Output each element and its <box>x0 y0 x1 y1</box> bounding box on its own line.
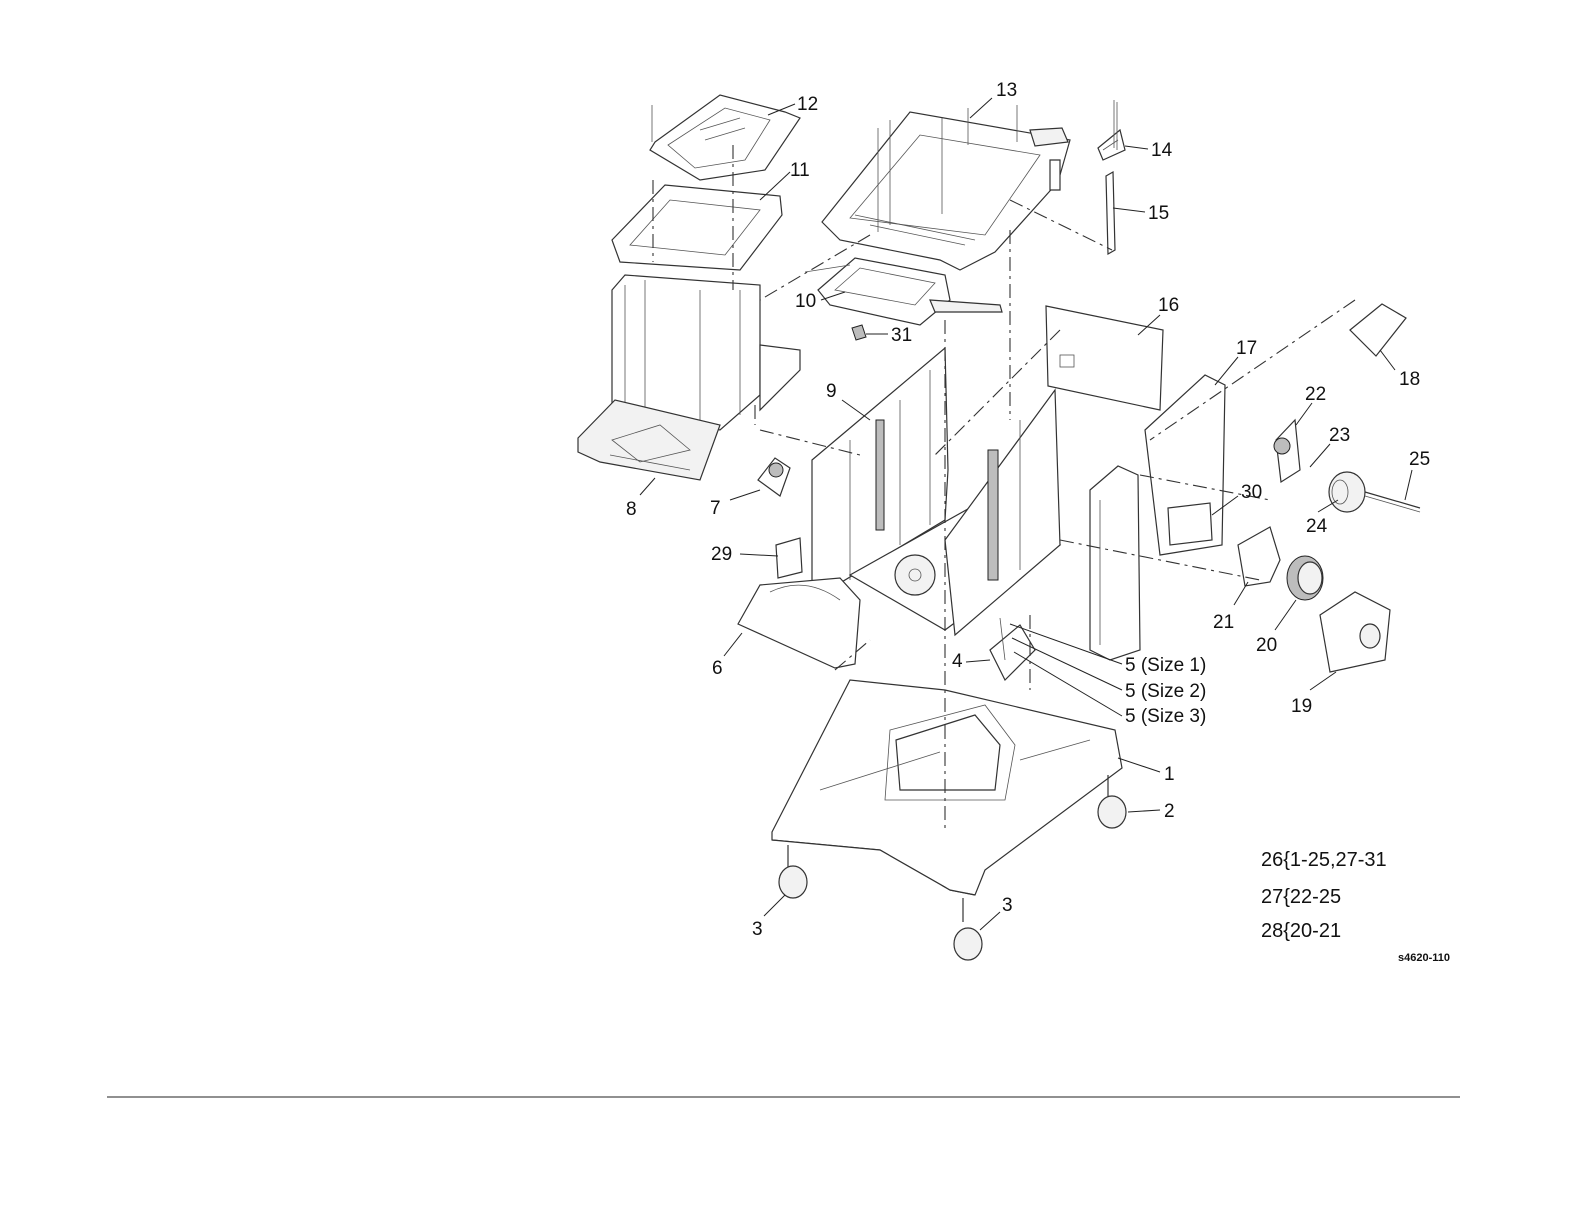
part-4-stand-bracket <box>990 618 1035 680</box>
assembly-legend: 26{1-25,27-31 27{22-25 28{20-21 s4620-11… <box>1261 849 1450 964</box>
callout-7: 7 <box>710 498 721 519</box>
callout-8: 8 <box>626 499 637 520</box>
part-1-base <box>772 680 1122 895</box>
callout-2: 2 <box>1164 801 1175 822</box>
callout-13: 13 <box>996 80 1017 101</box>
assembly-28: 28{20-21 <box>1261 920 1341 942</box>
part-7-gear <box>758 458 790 496</box>
callout-6: 6 <box>712 658 723 679</box>
part-24-motor <box>1329 472 1365 512</box>
callout-1: 1 <box>1164 764 1175 785</box>
callout-12: 12 <box>797 94 818 115</box>
callout-31: 31 <box>891 325 912 346</box>
callout-19: 19 <box>1291 696 1312 717</box>
callout-20: 20 <box>1256 635 1277 656</box>
part-16-panel <box>1046 306 1163 410</box>
callout-10: 10 <box>795 291 816 312</box>
callout-3-left: 3 <box>752 919 763 940</box>
part-10-feed-assembly <box>805 258 1002 325</box>
callout-16: 16 <box>1158 295 1179 316</box>
part-14-bracket <box>1098 130 1125 160</box>
part-3-caster-left <box>779 845 807 898</box>
part-13-top-frame <box>822 112 1070 270</box>
callout-29: 29 <box>711 544 732 565</box>
callout-21: 21 <box>1213 612 1234 633</box>
part-8-tray-frame <box>578 275 800 480</box>
callout-4: 4 <box>952 651 963 672</box>
assembly-26: 26{1-25,27-31 <box>1261 849 1387 871</box>
part-29-plate <box>776 538 802 578</box>
callout-30: 30 <box>1241 482 1262 503</box>
callout-14: 14 <box>1151 140 1173 161</box>
part-20-motor <box>1287 556 1323 600</box>
callout-23: 23 <box>1329 425 1350 446</box>
part-30-plate <box>1168 503 1212 545</box>
part-11-plate <box>612 185 782 270</box>
part-3-caster-right <box>954 898 982 960</box>
part-21-sensor-bracket <box>1238 527 1280 586</box>
part-22-gear-bracket <box>1274 420 1300 482</box>
callout-22: 22 <box>1305 384 1326 405</box>
part-18-board <box>1350 304 1406 356</box>
part-25-shaft <box>1365 492 1420 512</box>
part-15-bar <box>1106 172 1115 254</box>
part-12-top-plate <box>650 95 800 180</box>
callout-3-right: 3 <box>1002 895 1013 916</box>
part-31-clip <box>852 325 866 340</box>
callout-18: 18 <box>1399 369 1420 390</box>
callout-25: 25 <box>1409 449 1430 470</box>
callout-15: 15 <box>1148 203 1169 224</box>
assembly-27: 27{22-25 <box>1261 886 1341 908</box>
figure-id: s4620-110 <box>1398 952 1450 964</box>
callout-5-size-1: 5 (Size 1) <box>1125 655 1206 676</box>
callout-17: 17 <box>1236 338 1257 359</box>
part-chassis-column <box>1090 466 1140 660</box>
callout-5-size-3: 5 (Size 3) <box>1125 706 1206 727</box>
part-6-lower-tray <box>738 578 860 668</box>
callout-24: 24 <box>1306 516 1328 537</box>
callout-5-size-2: 5 (Size 2) <box>1125 681 1206 702</box>
part-19-drive-unit <box>1320 592 1390 672</box>
callout-9: 9 <box>826 381 837 402</box>
callout-11: 11 <box>790 160 810 181</box>
